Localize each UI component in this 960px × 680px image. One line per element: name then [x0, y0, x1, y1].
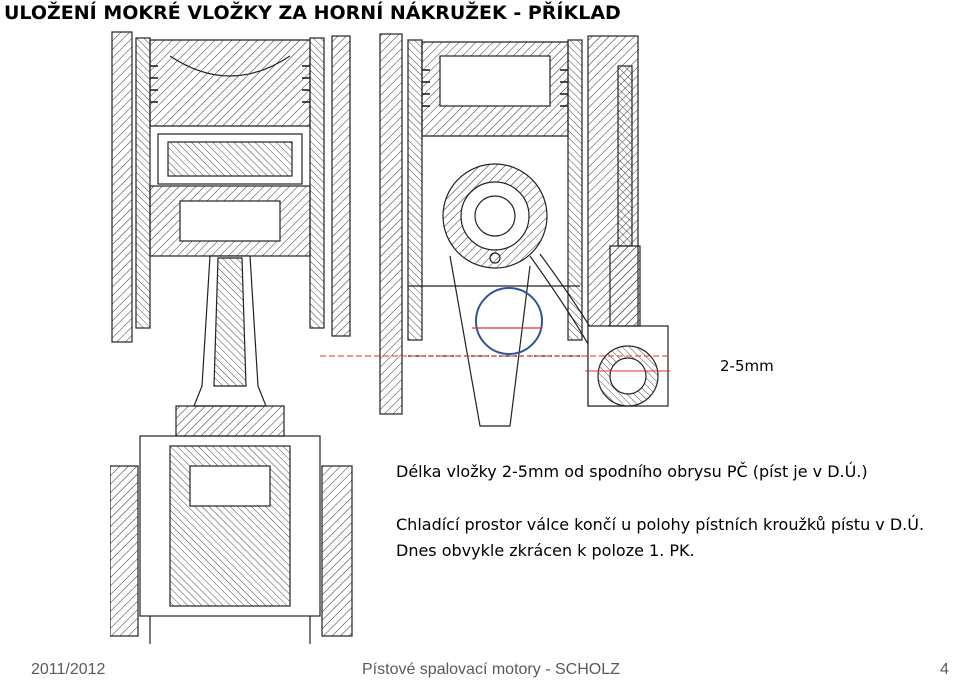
text-line-cooling: Chladící prostor válce končí u polohy pí…: [396, 515, 925, 534]
right-section-view: [379, 33, 669, 427]
text-line-length: Délka vložky 2-5mm od spodního obrysu PČ…: [396, 462, 868, 481]
footer-year: 2011/2012: [31, 661, 106, 678]
highlight-circle: [475, 287, 543, 355]
left-section-view: [110, 31, 353, 644]
footer-page-number: 4: [940, 661, 949, 678]
dimension-label: 2-5mm: [720, 357, 774, 375]
slide-title: ULOŽENÍ MOKRÉ VLOŽKY ZA HORNÍ NÁKRUŽEK -…: [4, 2, 621, 24]
text-line-today: Dnes obvykle zkrácen k poloze 1. PK.: [396, 541, 695, 560]
engine-cross-section-drawing: [110, 31, 670, 644]
footer-course: Pístové spalovací motory - SCHOLZ: [362, 661, 620, 678]
